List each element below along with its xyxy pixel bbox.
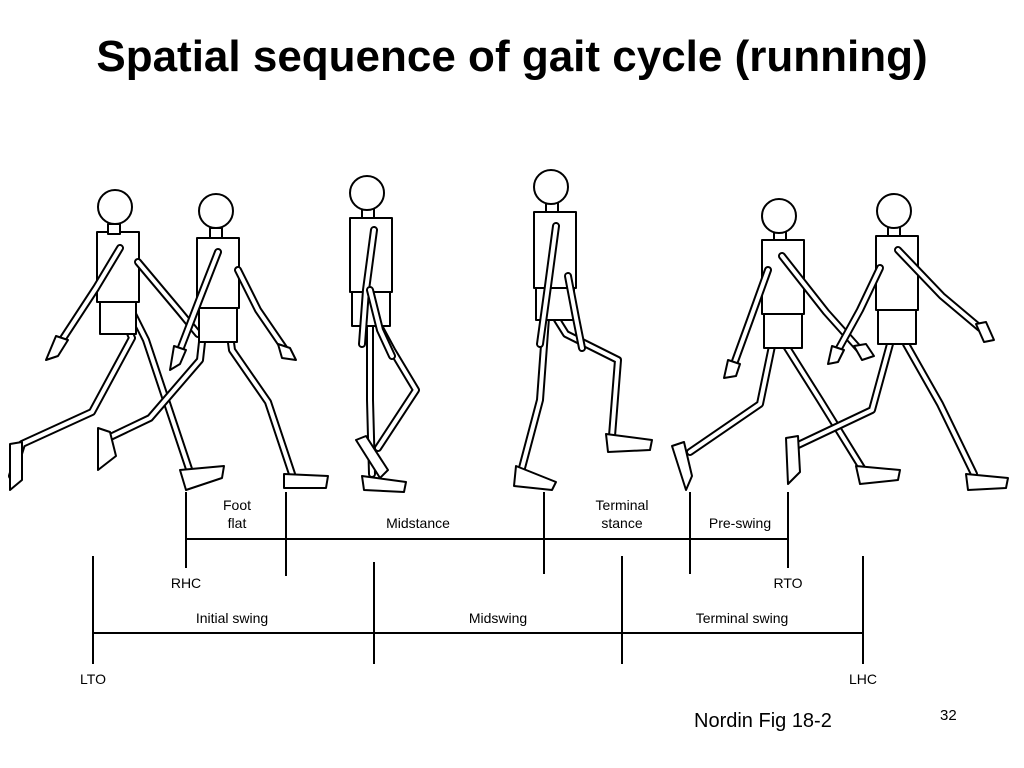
event-label-lto: LTO	[80, 671, 106, 687]
phase-label-foot: Foot	[223, 497, 251, 513]
runner-figure-3	[349, 175, 420, 493]
phase-label-flat: flat	[228, 515, 247, 531]
runner-figure-5	[671, 198, 901, 491]
phase-label-terminal-swing: Terminal swing	[696, 610, 789, 626]
event-label-rto: RTO	[773, 575, 802, 591]
event-label-lhc: LHC	[849, 671, 877, 687]
phase-label-pre-swing: Pre-swing	[709, 515, 771, 531]
phase-label-terminal: Terminal	[596, 497, 649, 513]
slide-title: Spatial sequence of gait cycle (running)	[96, 32, 928, 81]
figure-credit: Nordin Fig 18-2	[694, 710, 832, 732]
runner-figure-6	[785, 193, 1009, 491]
event-label-rhc: RHC	[171, 575, 201, 591]
page-number: 32	[940, 707, 957, 724]
right-leg-timeline	[185, 492, 789, 576]
runner-figure-4	[513, 169, 653, 491]
left-leg-timeline	[92, 556, 864, 664]
phase-label-stance: stance	[601, 515, 642, 531]
phase-label-initial-swing: Initial swing	[196, 610, 268, 626]
phase-label-midstance: Midstance	[386, 515, 450, 531]
runner-figure-2	[97, 193, 329, 489]
runner-figure-1	[8, 189, 225, 491]
phase-label-midswing: Midswing	[469, 610, 527, 626]
